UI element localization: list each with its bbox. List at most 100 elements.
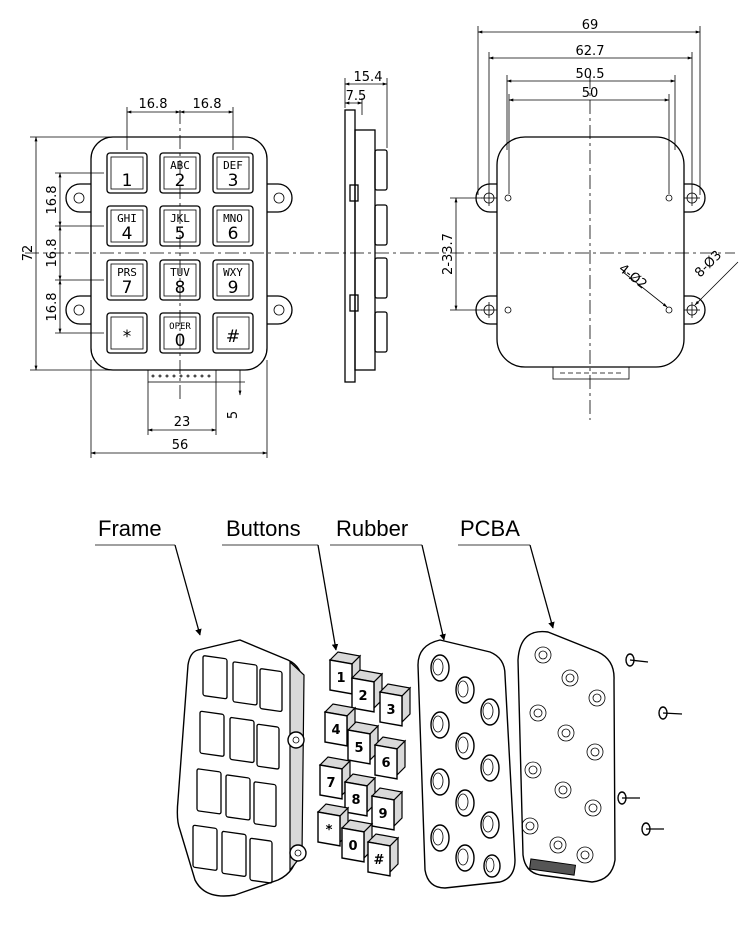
dim-rear-vertical: 2-33.7: [441, 197, 482, 311]
exploded-button-glyph: 3: [386, 703, 395, 718]
connector-pins: [151, 374, 211, 378]
key-1[interactable]: 1: [106, 152, 148, 194]
exploded-button-glyph: 7: [326, 776, 335, 791]
exploded-button-glyph: 1: [336, 671, 345, 686]
exploded-button-glyph: 2: [358, 689, 367, 704]
exploded-button-glyph: 0: [348, 839, 357, 854]
exploded-pcba: [517, 630, 616, 883]
dim-width: 56: [90, 360, 268, 458]
exploded-frame: [176, 639, 307, 897]
leader-lines: [95, 544, 555, 651]
key-8[interactable]: TUV 8: [159, 259, 201, 301]
label-pcba: PCBA: [460, 516, 520, 541]
key-1-digit: 1: [122, 171, 133, 191]
screw: [641, 822, 664, 836]
dim-body-width: 50.5: [576, 67, 605, 82]
exploded-button: 4: [323, 703, 357, 747]
screw: [617, 791, 640, 805]
rear-ears: [475, 183, 706, 325]
dim-rear-top: 69 62.7 50.5 50: [477, 18, 701, 195]
key-9-digit: 9: [228, 278, 239, 298]
key-hash-symbol: #: [226, 327, 240, 347]
key-2-letters: ABC: [170, 159, 190, 172]
dim-side: 15.4 7.5: [344, 70, 388, 148]
label-frame: Frame: [98, 516, 162, 541]
key-4-letters: GHI: [117, 212, 137, 225]
exploded-button: 6: [373, 736, 407, 780]
exploded-button: 2: [350, 669, 384, 713]
side-button-profiles: [349, 149, 388, 353]
key-4-digit: 4: [122, 224, 133, 244]
key-7-digit: 7: [122, 278, 133, 298]
label-buttons: Buttons: [226, 516, 301, 541]
key-0-digit: 0: [175, 331, 186, 351]
key-hash[interactable]: #: [212, 312, 254, 354]
dim-pitch-v-1: 16.8: [45, 186, 60, 215]
key-6[interactable]: MNO 6: [212, 205, 254, 247]
dim-left-pitch: 16.8 16.8 16.8: [45, 172, 104, 334]
key-5-letters: JKL: [170, 212, 190, 225]
dim-hole-span-outer: 62.7: [576, 44, 605, 59]
dim-pitch-h-left: 16.8: [139, 97, 168, 112]
frame-key-openings: [192, 655, 283, 884]
exploded-rubber: [417, 639, 516, 889]
dim-width-label: 56: [172, 438, 189, 453]
dim-rear-holes: 4-Ø2 8-Ø3: [616, 248, 739, 308]
exploded-button-glyph: 6: [381, 756, 390, 771]
key-5-digit: 5: [175, 224, 186, 244]
key-2[interactable]: ABC 2: [159, 152, 201, 194]
exploded-view: Frame Buttons Rubber PCBA: [95, 516, 683, 897]
side-view: 15.4 7.5: [344, 70, 388, 383]
dim-height-label: 72: [21, 245, 36, 262]
label-rubber: Rubber: [336, 516, 408, 541]
exploded-button-glyph: 8: [351, 793, 360, 808]
dim-side-depth: 15.4: [354, 70, 383, 85]
key-8-digit: 8: [175, 278, 186, 298]
front-view: 1 ABC 2 DEF 3 GHI 4 JKL 5: [21, 97, 735, 458]
key-4[interactable]: GHI 4: [106, 205, 148, 247]
key-6-digit: 6: [228, 224, 239, 244]
dim-connector-offset: 5: [226, 411, 241, 419]
key-9[interactable]: WXY 9: [212, 259, 254, 301]
dim-outer-width: 69: [582, 18, 599, 33]
key-0[interactable]: OPER 0: [159, 312, 201, 354]
key-7[interactable]: PRS 7: [106, 259, 148, 301]
exploded-button-glyph: 4: [331, 723, 340, 738]
dim-vertical-span: 2-33.7: [441, 233, 456, 275]
screw: [658, 706, 683, 720]
connector-strip: [147, 369, 217, 383]
exploded-button-glyph: 9: [378, 807, 387, 822]
exploded-button: 3: [378, 683, 412, 727]
exploded-button-glyph: 5: [354, 741, 363, 756]
exploded-buttons: 12 3 45 6 7 8 9 *0 #: [316, 651, 412, 877]
exploded-button: 5: [346, 721, 380, 765]
key-3-letters: DEF: [223, 159, 243, 172]
exploded-button: #: [366, 833, 400, 877]
key-8-letters: TUV: [170, 266, 190, 279]
key-2-digit: 2: [175, 171, 186, 191]
dim-side-front-depth: 7.5: [346, 89, 367, 104]
key-5[interactable]: JKL 5: [159, 205, 201, 247]
exploded-button: *: [316, 803, 350, 847]
key-star[interactable]: *: [106, 312, 148, 354]
dim-connector: 23 5: [147, 370, 245, 435]
mounting-ears: [65, 183, 293, 325]
rear-body-outline: [496, 136, 685, 368]
key-star-symbol: *: [123, 327, 132, 347]
key-3-digit: 3: [228, 171, 239, 191]
dim-hole-span-inner: 50: [582, 86, 599, 101]
exploded-screws: [617, 653, 683, 836]
exploded-button: 9: [370, 787, 404, 831]
exploded-button: 8: [343, 773, 377, 817]
side-frame: [344, 109, 356, 383]
key-7-letters: PRS: [117, 266, 137, 279]
dim-top-pitch: 16.8 16.8: [126, 97, 234, 150]
dim-height: 72: [21, 136, 110, 371]
key-3[interactable]: DEF 3: [212, 152, 254, 194]
rear-mount-holes: [481, 190, 700, 318]
key-6-letters: MNO: [223, 212, 243, 225]
rear-view: 69 62.7 50.5 50 2-33.7 4-Ø2 8-Ø3: [441, 18, 739, 420]
key-grid: 1 ABC 2 DEF 3 GHI 4 JKL 5: [106, 152, 254, 354]
exploded-button: 0: [340, 819, 374, 863]
dim-pitch-v-2: 16.8: [45, 239, 60, 268]
